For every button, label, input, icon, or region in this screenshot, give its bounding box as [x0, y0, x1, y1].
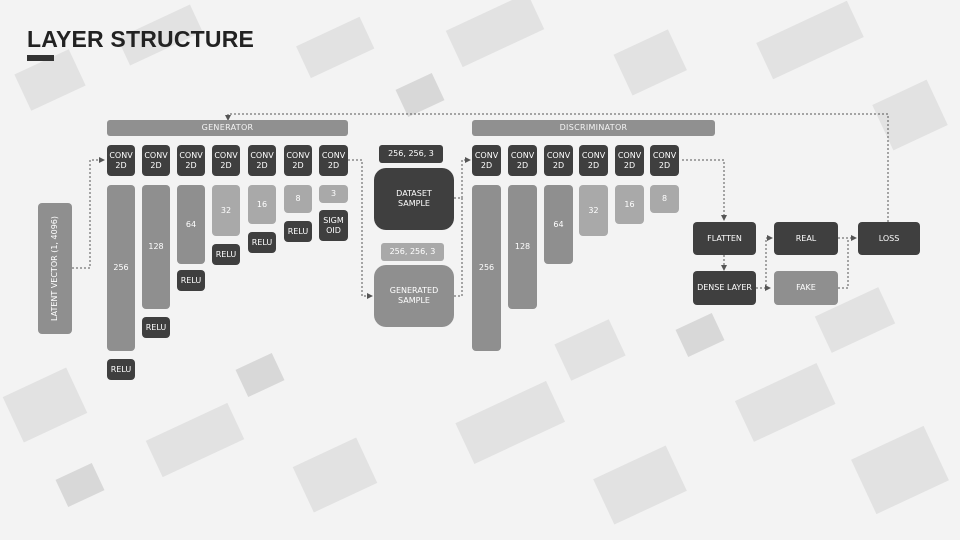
disc-size-256: 256: [472, 185, 501, 351]
title-underline: [27, 55, 54, 61]
disc-conv-3: CONV 2D: [544, 145, 573, 176]
disc-conv-2: CONV 2D: [508, 145, 537, 176]
latent-vector-block: LATENT VECTOR (1, 4096): [38, 203, 72, 334]
dataset-shape-label: 256, 256, 3: [379, 145, 443, 163]
generated-sample-block: GENERATED SAMPLE: [374, 265, 454, 327]
gen-size-64: 64: [177, 185, 205, 264]
gen-size-32: 32: [212, 185, 240, 236]
real-block: REAL: [774, 222, 838, 255]
disc-conv-5: CONV 2D: [615, 145, 644, 176]
disc-size-128: 128: [508, 185, 537, 309]
disc-size-32: 32: [579, 185, 608, 236]
gen-conv-6: CONV 2D: [284, 145, 312, 176]
gen-size-3: 3: [319, 185, 348, 203]
gen-activation-5: RELU: [248, 232, 276, 253]
gen-activation-6: RELU: [284, 221, 312, 242]
dataset-sample-block: DATASET SAMPLE: [374, 168, 454, 230]
gen-conv-7: CONV 2D: [319, 145, 348, 176]
page-title: LAYER STRUCTURE: [27, 26, 255, 52]
loss-block: LOSS: [858, 222, 920, 255]
disc-size-64: 64: [544, 185, 573, 264]
gen-size-256: 256: [107, 185, 135, 351]
gen-size-128: 128: [142, 185, 170, 309]
gen-activation-3: RELU: [177, 270, 205, 291]
discriminator-header: DISCRIMINATOR: [472, 120, 715, 136]
gen-conv-5: CONV 2D: [248, 145, 276, 176]
disc-conv-6: CONV 2D: [650, 145, 679, 176]
gen-activation-4: RELU: [212, 244, 240, 265]
generated-shape-label: 256, 256, 3: [381, 243, 444, 261]
generator-header: GENERATOR: [107, 120, 348, 136]
latent-vector-label: LATENT VECTOR (1, 4096): [50, 215, 59, 322]
flatten-block: FLATTEN: [693, 222, 756, 255]
fake-block: FAKE: [774, 271, 838, 305]
disc-conv-4: CONV 2D: [579, 145, 608, 176]
gen-size-16: 16: [248, 185, 276, 224]
gen-activation-1: RELU: [107, 359, 135, 380]
gen-activation-2: RELU: [142, 317, 170, 338]
gen-activation-7: SIGM OID: [319, 210, 348, 241]
gen-conv-2: CONV 2D: [142, 145, 170, 176]
gen-conv-3: CONV 2D: [177, 145, 205, 176]
gen-conv-1: CONV 2D: [107, 145, 135, 176]
disc-conv-1: CONV 2D: [472, 145, 501, 176]
disc-size-16: 16: [615, 185, 644, 224]
gen-conv-4: CONV 2D: [212, 145, 240, 176]
dense-layer-block: DENSE LAYER: [693, 271, 756, 305]
gen-size-8: 8: [284, 185, 312, 213]
disc-size-8: 8: [650, 185, 679, 213]
